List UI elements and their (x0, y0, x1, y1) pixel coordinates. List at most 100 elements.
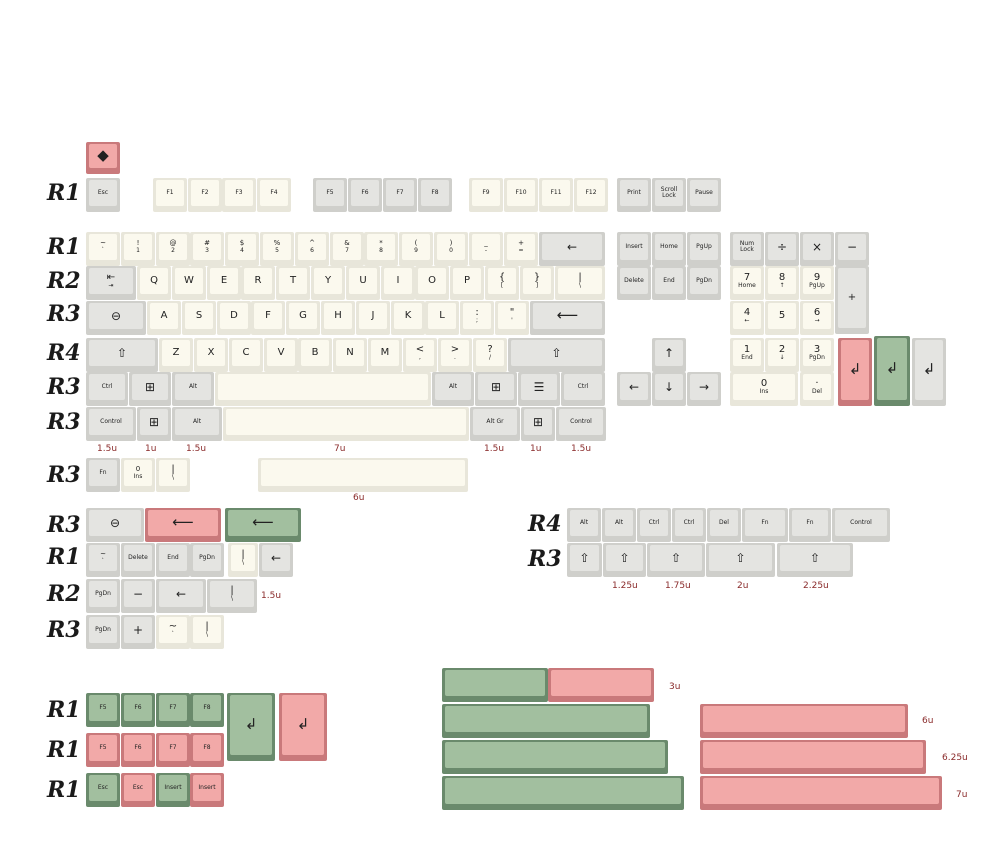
keycap-legend: ⟵ (252, 513, 274, 532)
keycap-sublegend: ] (535, 282, 539, 290)
keycap-top: R (244, 268, 272, 294)
keycap-legend: Scroll (660, 185, 678, 193)
keycap: L (425, 301, 459, 335)
keycap: F4 (257, 178, 291, 212)
keycap: Q (137, 266, 171, 300)
keycap-top: PgDn (193, 545, 221, 571)
keycap-top: Alt Gr (473, 409, 517, 435)
keycap-sublegend: 6 (310, 246, 314, 254)
keycap: ↓ (652, 372, 686, 406)
keycap-sublegend: Ins (759, 388, 769, 396)
keycap-top: :; (463, 303, 491, 329)
keycap-legend: ) (449, 239, 453, 248)
keycap-legend: | (171, 463, 175, 475)
keycap-legend: ~ (100, 550, 106, 559)
keycap-sublegend: ↓ (779, 354, 785, 362)
keycap: |\ (190, 615, 224, 649)
size-label: 1.5u (97, 444, 118, 454)
keycap-legend: Alt (188, 382, 198, 390)
keycap-top: F5 (89, 735, 117, 761)
keycap: F9 (469, 178, 503, 212)
keycap-top: ⇧ (709, 545, 772, 571)
keycap: Delete (121, 543, 155, 577)
keycap-top: × (803, 234, 831, 260)
row-label: R4 (528, 511, 562, 537)
keycap: T (276, 266, 310, 300)
keycap-top: Q (140, 268, 168, 294)
keycap: W (172, 266, 206, 300)
keycap-top: ⇧ (650, 545, 702, 571)
keycap-top: Pause (690, 180, 718, 206)
keycap-sublegend: Lock (662, 192, 676, 199)
size-label: 6u (353, 493, 365, 503)
keycap-legend: } (533, 271, 541, 283)
keycap-sublegend: . (454, 354, 456, 362)
keycap-legend: ÷ (776, 239, 788, 254)
keycap-legend: Q (150, 274, 158, 286)
keycap-top: − (124, 581, 152, 607)
keycap-legend: ↲ (885, 359, 899, 378)
keycap: ↲ (874, 336, 910, 406)
keycap-top: F7 (159, 695, 187, 721)
size-label: 1u (530, 444, 542, 454)
keycap-legend: 3 (813, 343, 821, 355)
keycap-sublegend: , (419, 354, 421, 362)
keycap-top: ↲ (877, 338, 907, 400)
keycap-legend: · (815, 377, 819, 389)
keycap-top: ·Del (803, 374, 831, 400)
keycap: ⇧ (706, 543, 775, 577)
keycap-legend: * (379, 239, 383, 248)
keycap: Control (556, 407, 606, 441)
keycap-top: F1 (156, 180, 184, 206)
keycap-top: Insert (159, 775, 187, 801)
keycap (548, 668, 654, 702)
keycap: J (356, 301, 390, 335)
keycap: Alt (602, 508, 636, 542)
keycap-top: ^6 (298, 234, 326, 260)
keycap-sublegend: ` (171, 631, 175, 639)
keycap-legend: O (428, 274, 436, 286)
keycap: ~` (156, 615, 190, 649)
keycap-legend: Alt Gr (486, 417, 504, 425)
keycap: ?/ (473, 338, 507, 372)
keycap: ⇧ (777, 543, 853, 577)
keycap-legend: ↓ (663, 379, 675, 394)
keycap: 4← (730, 301, 764, 335)
keycap-top: P (453, 268, 481, 294)
keycap-top: ⟵ (533, 303, 602, 329)
keycap: F8 (190, 693, 224, 727)
keycap-legend: @ (169, 239, 177, 248)
keycap-legend: Del (719, 518, 729, 526)
keycap-top: F6 (124, 735, 152, 761)
keycap-legend: Ctrl (683, 518, 695, 526)
keycap: ^6 (295, 232, 329, 266)
keycap-top: Delete (620, 268, 648, 294)
keycap-legend: ↲ (244, 715, 258, 734)
keycap-legend: F5 (99, 703, 107, 711)
keycap: _- (469, 232, 503, 266)
keycap-sublegend: 7 (345, 246, 349, 254)
keycap: F6 (121, 693, 155, 727)
keycap: ☰ (518, 372, 560, 406)
keycap-top: Alt (435, 374, 471, 400)
keycap-legend: ⇧ (551, 345, 562, 360)
keycap-top: End (159, 545, 187, 571)
keycap-top: Z (162, 340, 190, 366)
keycap-top: ⊞ (140, 409, 168, 435)
keycap: F10 (504, 178, 538, 212)
size-label: 1.5u (484, 444, 505, 454)
keycap-sublegend: ` (101, 246, 105, 254)
keycap-top: Fn (89, 460, 117, 486)
row-label: R1 (47, 180, 81, 206)
row-label: R1 (47, 777, 81, 803)
keycap-top: A (150, 303, 178, 329)
keycap: I (381, 266, 415, 300)
keycap: (9 (399, 232, 433, 266)
keycap: F11 (539, 178, 573, 212)
keycap-legend: F10 (515, 188, 527, 196)
row-label: R3 (47, 617, 81, 643)
keycap-top: F11 (542, 180, 570, 206)
